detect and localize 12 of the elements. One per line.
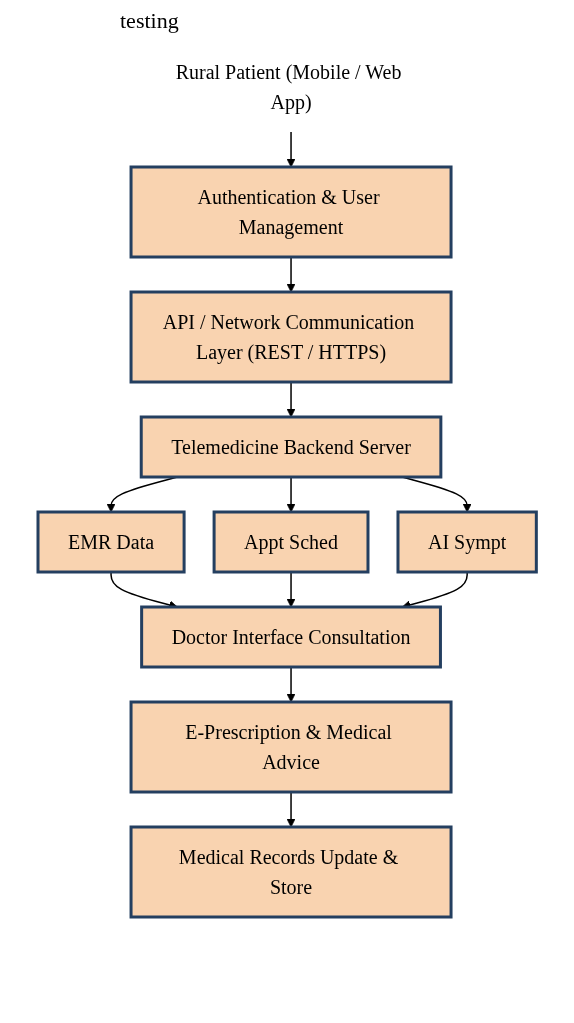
note-text: testing <box>120 8 180 34</box>
node-box: Doctor Interface Consultation <box>139 605 442 669</box>
node-text: Rural Patient (Mobile / Web App) <box>175 61 402 113</box>
node-box: Authentication & User Management <box>129 165 453 259</box>
node-box: Telemedicine Backend Server <box>139 415 443 479</box>
node-box: E-Prescription & Medical Advice <box>129 700 453 794</box>
node-box: EMR Data <box>36 510 186 574</box>
node-box: Appt Sched <box>212 510 370 574</box>
node-box: Medical Records Update & Store <box>129 825 453 919</box>
arrow <box>286 131 296 168</box>
node-box: AI Sympt <box>396 510 538 574</box>
node-box: API / Network Communication Layer (REST / HTTPS) <box>129 290 453 384</box>
